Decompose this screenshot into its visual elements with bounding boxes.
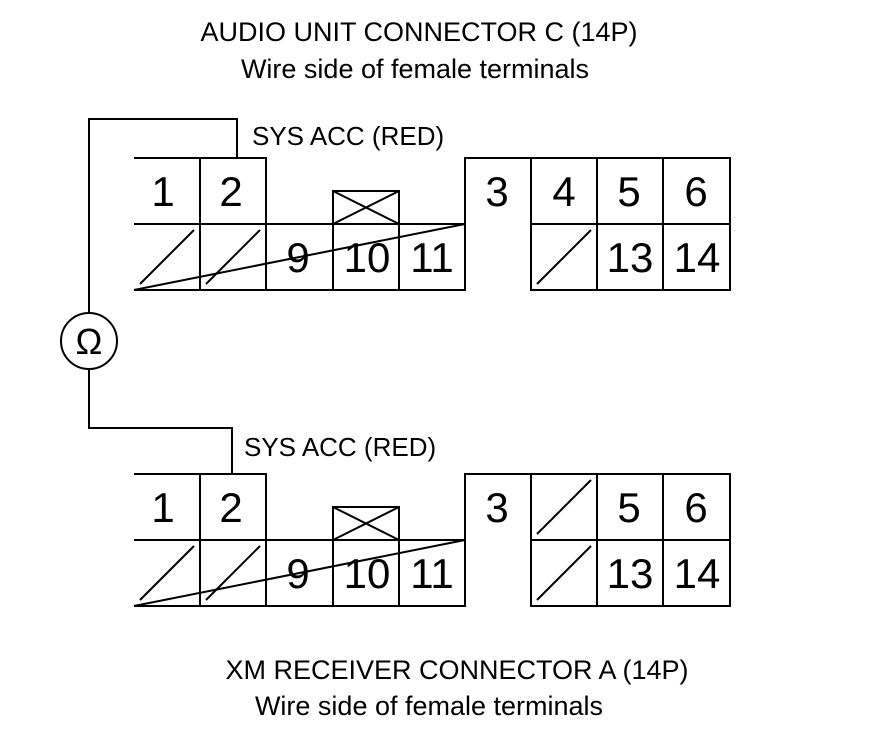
bottom-pin-2: 2 [219, 484, 242, 531]
top-pin-9: 9 [286, 234, 309, 281]
bottom-wire-label: SYS ACC (RED) [244, 432, 436, 462]
top-pin-14: 14 [674, 234, 721, 281]
top-pin-13: 13 [607, 234, 654, 281]
bottom-pin-5: 5 [617, 484, 640, 531]
bottom-empty-cavity-8 [205, 545, 261, 601]
bottom-pin-9: 9 [286, 550, 309, 597]
bottom-pin-3: 3 [485, 484, 508, 531]
bottom-empty-cavity-4 [536, 479, 592, 535]
top-pin-11: 11 [410, 234, 454, 281]
bottom-lock-tab [332, 506, 400, 541]
bottom-connector-title: XM RECEIVER CONNECTOR A (14P) [225, 655, 688, 685]
bottom-empty-cavity-12 [536, 545, 592, 601]
top-connector-outline [133, 157, 731, 291]
bottom-pin-14: 14 [674, 550, 721, 597]
bottom-connector-subtitle: Wire side of female terminals [255, 691, 603, 721]
top-empty-cavity-7 [139, 229, 195, 285]
top-empty-cavity-12 [536, 229, 592, 285]
top-lock-tab [332, 190, 400, 225]
top-pin-3: 3 [485, 168, 508, 215]
top-pin-10: 10 [344, 234, 391, 281]
top-wire-label: SYS ACC (RED) [252, 121, 444, 151]
top-connector-subtitle: Wire side of female terminals [241, 54, 589, 84]
probe-wire-top [88, 118, 238, 313]
ohmmeter-symbol: Ω [76, 321, 103, 362]
bottom-empty-cavity-7 [139, 545, 195, 601]
bottom-pin-11: 11 [410, 550, 454, 597]
top-pin-6: 6 [684, 168, 707, 215]
top-pin-2: 2 [219, 168, 242, 215]
bottom-pin-13: 13 [607, 550, 654, 597]
bottom-pin-10: 10 [344, 550, 391, 597]
ohmmeter-icon [60, 312, 118, 370]
top-pin-5: 5 [617, 168, 640, 215]
bottom-connector-outline [133, 473, 731, 607]
top-empty-cavity-8 [205, 229, 261, 285]
top-connector-title: AUDIO UNIT CONNECTOR C (14P) [200, 17, 637, 47]
probe-wire-bottom [88, 369, 233, 474]
bottom-pin-6: 6 [684, 484, 707, 531]
top-pin-1: 1 [151, 168, 174, 215]
bottom-pin-1: 1 [151, 484, 174, 531]
top-pin-4: 4 [552, 168, 575, 215]
